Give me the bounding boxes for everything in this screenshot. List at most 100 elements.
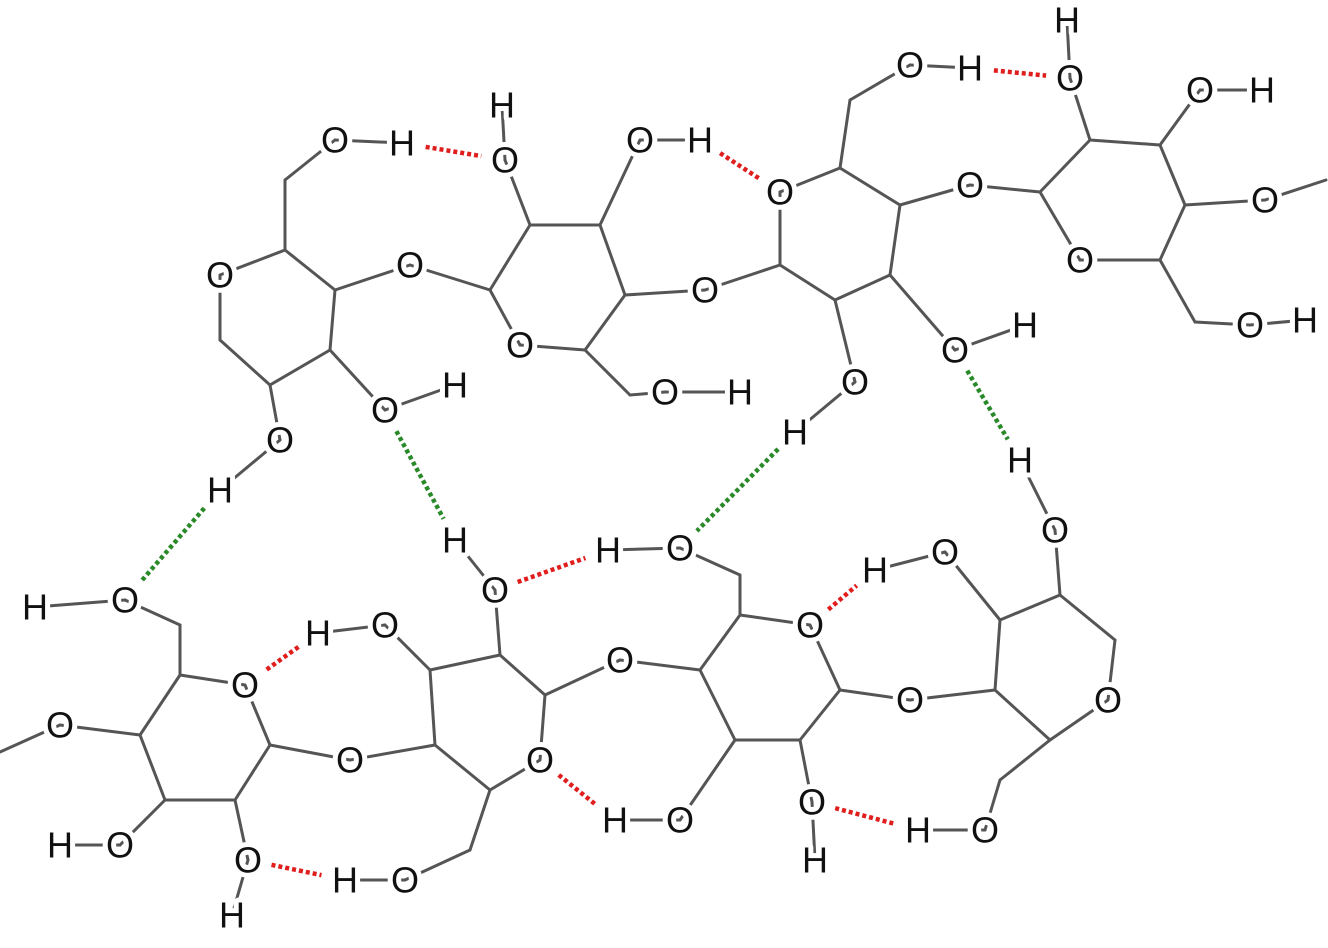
hydrogen-atom-label: H	[442, 520, 468, 561]
covalent-bond	[283, 138, 337, 182]
intramolecular-hydrogen-bond	[271, 862, 322, 878]
hydrogen-atom-label: H	[332, 860, 358, 901]
intermolecular-hydrogen-bond	[695, 447, 780, 533]
oxygen-atom-label: O	[371, 605, 399, 646]
covalent-bond	[598, 223, 627, 297]
hydrogen-atom-label: H	[687, 120, 713, 161]
hydrogen-atom-label: H	[489, 85, 515, 126]
covalent-bond	[118, 798, 167, 847]
covalent-bond	[433, 743, 492, 792]
oxygen-atom-label: O	[1236, 305, 1264, 346]
intramolecular-hydrogen-bond	[516, 555, 587, 585]
oxygen-atom-label: O	[1056, 58, 1084, 99]
hydrogen-atom-label: H	[957, 48, 983, 89]
covalent-bond	[833, 273, 892, 302]
intermolecular-hydrogen-bond	[394, 430, 446, 520]
covalent-bond	[1106, 638, 1117, 702]
oxygen-atom-label: O	[606, 640, 634, 681]
covalent-bond	[798, 688, 842, 742]
covalent-bond	[138, 673, 182, 737]
covalent-bond	[428, 653, 502, 672]
hydrogen-atom-label: H	[602, 800, 628, 841]
oxygen-atom-label: O	[46, 705, 74, 746]
oxygen-atom-label: O	[666, 800, 694, 841]
covalent-bond	[1263, 178, 1328, 202]
oxygen-atom-label: O	[941, 330, 969, 371]
covalent-bond	[218, 338, 272, 387]
oxygen-atom-label: O	[266, 420, 294, 461]
oxygen-atom-label: O	[506, 325, 534, 366]
covalent-bond	[233, 743, 272, 802]
oxygen-atom-label: O	[626, 120, 654, 161]
covalent-bond	[178, 673, 247, 687]
oxygen-atom-label: O	[766, 172, 794, 213]
covalent-bond	[268, 743, 352, 762]
covalent-bond	[488, 288, 522, 347]
hydrogen-atom-label: H	[1292, 300, 1318, 341]
hydrogen-atom-label: H	[442, 365, 468, 406]
oxygen-atom-label: O	[1041, 510, 1069, 551]
oxygen-atom-label: O	[396, 245, 424, 286]
covalent-bond	[218, 248, 287, 277]
oxygen-atom-label: O	[841, 362, 869, 403]
covalent-bond	[383, 383, 457, 412]
oxygen-atom-label: O	[106, 825, 134, 866]
hydrogen-atom-label: H	[1249, 70, 1275, 111]
covalent-bond	[328, 288, 337, 352]
covalent-bond	[998, 738, 1052, 782]
covalent-bond	[808, 623, 842, 692]
covalent-bond	[488, 223, 532, 292]
covalent-bond	[0, 723, 62, 754]
covalent-bond	[243, 683, 272, 747]
oxygen-atom-label: O	[691, 270, 719, 311]
covalent-bond	[678, 546, 742, 577]
hydrogen-atom-label: H	[802, 840, 828, 881]
covalent-bonds	[0, 18, 1328, 917]
oxygen-atom-label: O	[931, 532, 959, 573]
covalent-bond	[1018, 458, 1057, 532]
covalent-bond	[778, 263, 837, 302]
covalent-bond	[1158, 88, 1202, 147]
covalent-bond	[793, 380, 857, 434]
covalent-bond	[810, 800, 817, 862]
hydrogen-atom-label: H	[905, 810, 931, 851]
covalent-bond	[58, 723, 142, 737]
intramolecular-hydrogen-bond	[993, 68, 1047, 78]
intramolecular-hydrogen-bond	[826, 583, 859, 612]
oxygen-atom-label: O	[321, 120, 349, 161]
oxygen-atom-label: O	[481, 570, 509, 611]
covalent-bond	[888, 273, 957, 352]
covalent-bond	[618, 658, 702, 672]
covalent-bond	[698, 613, 742, 672]
covalent-bond	[1158, 203, 1187, 262]
oxygen-atom-label: O	[391, 860, 419, 901]
hydrogen-atom-label: H	[1007, 440, 1033, 481]
covalent-bond	[943, 550, 1002, 622]
oxygen-atom-label: O	[1094, 680, 1122, 721]
hydrogen-atom-label: H	[595, 530, 621, 571]
covalent-bond	[998, 593, 1062, 622]
intermolecular-hydrogen-bond	[138, 506, 207, 584]
covalent-bond	[623, 288, 707, 297]
oxygen-atom-label: O	[666, 528, 694, 569]
covalent-bond	[678, 738, 737, 822]
hydrogen-atom-label: H	[782, 412, 808, 453]
oxygen-atom-label: O	[1066, 240, 1094, 281]
covalent-bond	[518, 343, 587, 352]
covalent-bond	[268, 348, 332, 387]
covalent-bond	[583, 293, 627, 352]
covalent-bond	[383, 623, 432, 672]
covalent-bond	[468, 788, 492, 852]
covalent-bond	[968, 183, 1042, 194]
oxygen-atom-label: O	[234, 840, 262, 881]
oxygen-atom-label: O	[798, 782, 826, 823]
covalent-bond	[908, 688, 997, 702]
oxygen-atom-label: O	[1251, 180, 1279, 221]
covalent-bond	[1088, 138, 1162, 147]
hydrogen-atom-label: H	[207, 470, 233, 511]
intramolecular-hydrogen-bond	[718, 151, 762, 181]
covalent-bond	[953, 323, 1027, 352]
covalent-bond	[283, 248, 337, 292]
hydrogen-atom-label: H	[389, 123, 415, 164]
oxygen-atom-label: O	[526, 740, 554, 781]
